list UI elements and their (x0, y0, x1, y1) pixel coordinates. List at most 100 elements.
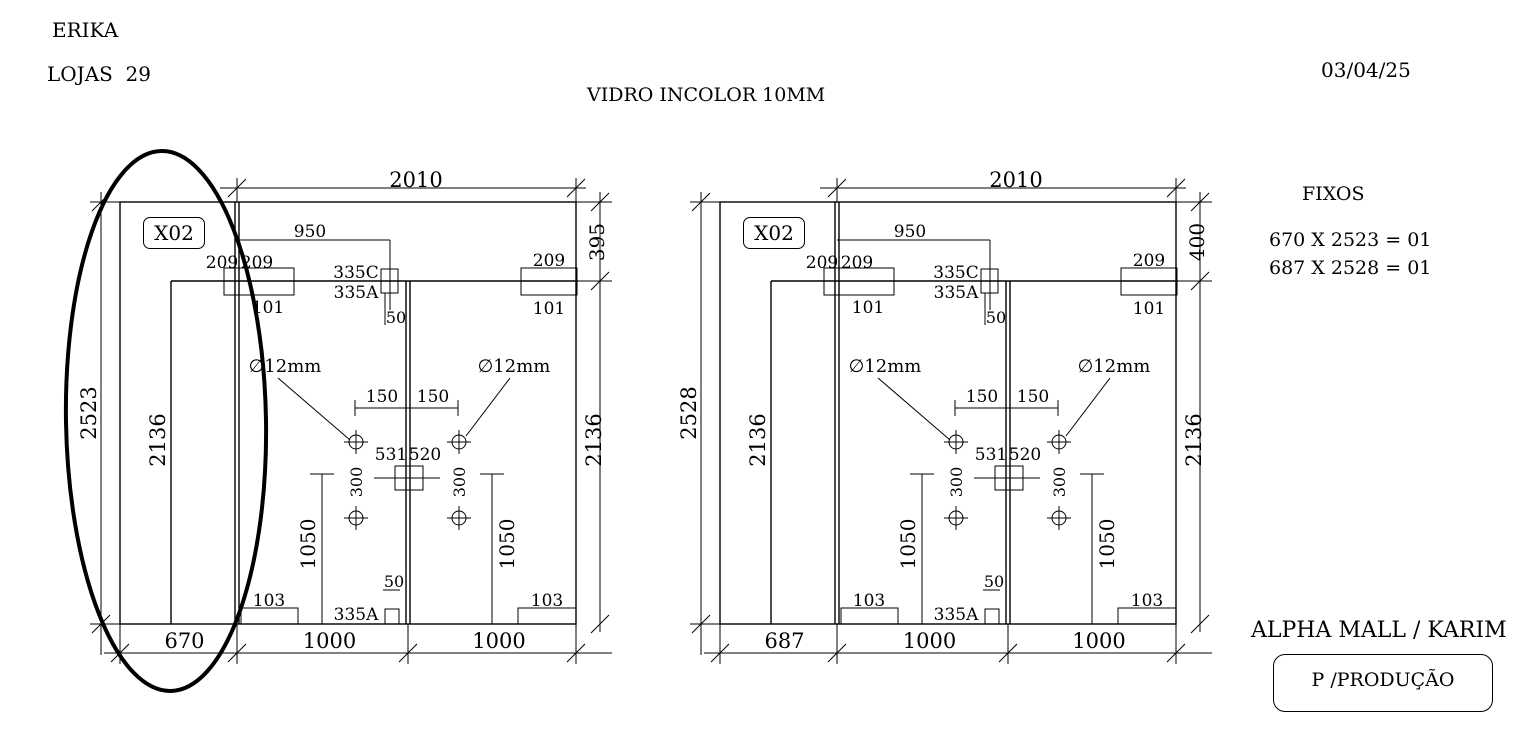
floor-pivot-right (1117, 607, 1177, 625)
dim-1050-b: 1050 (1095, 519, 1119, 570)
date-label: 03/04/25 (1321, 58, 1411, 82)
pivot-block-left (823, 267, 895, 296)
dim-50-bottom: 50 (984, 572, 1004, 591)
client-name: ERIKA (52, 18, 119, 42)
dimension-tick (227, 643, 247, 663)
material-label: VIDRO INCOLOR 10MM (587, 84, 826, 106)
floor-pivot-right (517, 607, 577, 625)
leader-line (465, 377, 511, 437)
door-width-left-label: 1000 (903, 629, 956, 653)
dim-150-a: 150 (366, 387, 398, 407)
leader-line (277, 377, 351, 441)
dim-520: 520 (409, 445, 441, 465)
floor-pivot-a (384, 608, 400, 625)
floor-pivot-left (240, 607, 299, 625)
dim-520: 520 (1009, 445, 1041, 465)
floor-pivot-left (840, 607, 899, 625)
fixed-width-label: 670 (164, 629, 204, 653)
dim-101-a: 101 (252, 298, 284, 318)
location-label: ALPHA MALL / KARIM (1251, 618, 1507, 643)
dim-209-b: 209 (241, 253, 273, 273)
pivot-block-right (520, 267, 578, 296)
dim-300-b: 300 (450, 467, 469, 498)
overall-width-label: 2010 (989, 168, 1042, 192)
dim-300-a: 300 (347, 467, 366, 498)
dim-531: 531 (975, 445, 1007, 465)
pivot-block-left (223, 267, 295, 296)
dim-50-bottom: 50 (384, 572, 404, 591)
summary-line-2: 687 X 2528 = 01 (1269, 257, 1432, 279)
top-pivot-c (980, 268, 999, 294)
top-gap-label: 395 (585, 223, 609, 261)
overall-width-label: 2010 (389, 168, 442, 192)
highlight-ellipse (63, 149, 269, 693)
top-gap-label: 400 (1185, 223, 1209, 261)
dim-300-b: 300 (1050, 467, 1069, 498)
dim-101-b: 101 (1133, 299, 1165, 319)
dim-101-b: 101 (533, 299, 565, 319)
door-height-left-label: 2136 (146, 413, 170, 466)
dim-101-a: 101 (852, 298, 884, 318)
fixed-width-label: 687 (764, 629, 804, 653)
dim-103-b: 103 (531, 591, 563, 611)
dim-209-c: 209 (533, 251, 565, 271)
dim-150-a: 150 (966, 387, 998, 407)
overall-height-label: 2528 (677, 386, 701, 439)
dim-150-b: 150 (1017, 387, 1049, 407)
leader-line (877, 377, 951, 441)
panel-tag-left: X02 (143, 217, 205, 249)
dim-1050-b: 1050 (495, 519, 519, 570)
offset-950-label: 950 (894, 222, 926, 242)
door-width-right-label: 1000 (1072, 629, 1125, 653)
hole-right-label: ∅12mm (478, 356, 551, 377)
pivot-top-c-label: 335C (933, 263, 978, 283)
pivot-bottom-a-label: 335A (334, 605, 379, 625)
door-width-right-label: 1000 (472, 629, 525, 653)
offset-950-label: 950 (294, 222, 326, 242)
panel-tag-right: X02 (743, 217, 805, 249)
summary-line-1: 670 X 2523 = 01 (1269, 229, 1432, 251)
dimension-tick (398, 643, 418, 663)
store-label: LOJAS 29 (47, 62, 152, 86)
dim-50-top: 50 (986, 308, 1006, 327)
dimension-tick (710, 643, 730, 663)
dim-1050-a: 1050 (296, 519, 320, 570)
dim-531: 531 (375, 445, 407, 465)
dim-209-b: 209 (841, 253, 873, 273)
floor-pivot-a (984, 608, 1000, 625)
dim-209-a: 209 (206, 253, 238, 273)
hole-left-label: ∅12mm (849, 356, 922, 377)
dimension-tick (998, 643, 1018, 663)
dim-150-b: 150 (417, 387, 449, 407)
dimension-tick (1166, 643, 1186, 663)
dimension-tick (1190, 614, 1210, 634)
dim-103-b: 103 (1131, 591, 1163, 611)
pivot-bottom-a-label: 335A (934, 605, 979, 625)
dim-103-a: 103 (853, 591, 885, 611)
pivot-top-a-label: 335A (934, 283, 979, 303)
pivot-block-right (1120, 267, 1178, 296)
dim-209-c: 209 (1133, 251, 1165, 271)
pivot-top-a-label: 335A (334, 283, 379, 303)
dimension-tick (827, 643, 847, 663)
overall-height-label: 2523 (77, 386, 101, 439)
dim-103-a: 103 (253, 591, 285, 611)
door-height-right-label: 2136 (582, 413, 606, 466)
dimension-tick (590, 614, 610, 634)
door-height-left-label: 2136 (746, 413, 770, 466)
door-height-right-label: 2136 (1182, 413, 1206, 466)
hole-left-label: ∅12mm (249, 356, 322, 377)
dim-300-a: 300 (947, 467, 966, 498)
dim-209-a: 209 (806, 253, 838, 273)
dimension-tick (566, 643, 586, 663)
door-width-left-label: 1000 (303, 629, 356, 653)
dim-50-top: 50 (386, 308, 406, 327)
top-pivot-c (380, 268, 399, 294)
glass-outline (119, 201, 577, 625)
hole-right-label: ∅12mm (1078, 356, 1151, 377)
glass-outline (719, 201, 1177, 625)
production-stamp: P /PRODUÇÃO (1273, 654, 1493, 712)
